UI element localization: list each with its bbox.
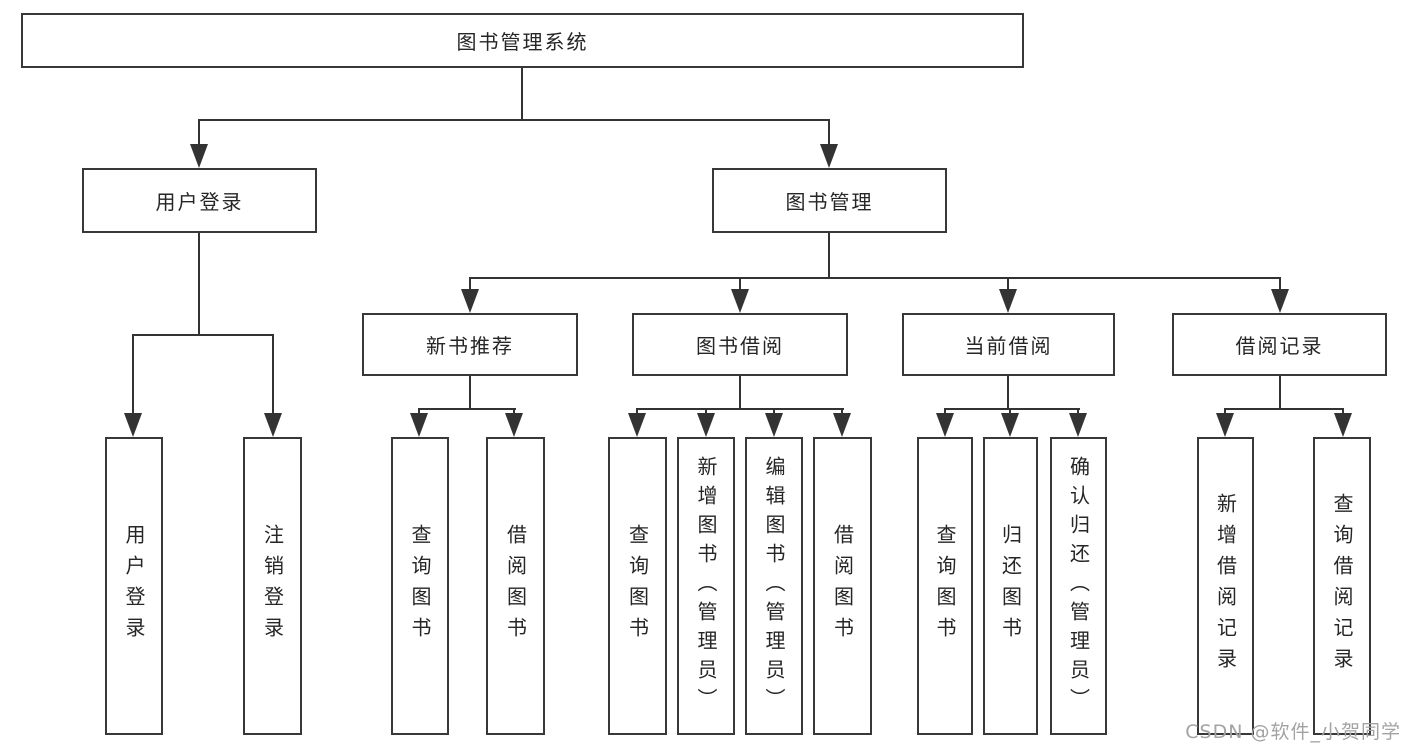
connector-line [198,119,200,147]
node-borrow-records: 借阅记录 [1172,313,1387,376]
connector-line [198,233,200,336]
arrowhead-down-icon [1271,289,1289,313]
arrowhead-down-icon [505,413,523,437]
node-label: 查询图书 [933,524,957,648]
node-current-borrow: 当前借阅 [902,313,1115,376]
node-label: 当前借阅 [964,334,1053,358]
connector-line [828,233,830,279]
node-label: 归还图书 [998,524,1023,648]
leaf-edit-books-admin: 编辑图书（管理员） [745,437,803,735]
connector-line [198,119,830,121]
connector-line [1279,376,1281,410]
arrowhead-down-icon [410,413,428,437]
arrowhead-down-icon [697,413,715,437]
connector-line [469,277,1281,279]
arrowhead-down-icon [820,144,838,168]
node-label: 查询借阅记录 [1330,493,1354,679]
node-label: 图书管理 [785,190,874,214]
node-label: 确认归还（管理员） [1066,455,1091,717]
leaf-add-books-admin: 新增图书（管理员） [677,437,735,735]
connector-line [636,408,844,410]
arrowhead-down-icon [190,144,208,168]
node-label: 用户登录 [122,524,146,648]
connector-line [828,119,830,147]
connector-line [944,408,1080,410]
connector-line [418,408,516,410]
csdn-watermark: CSDN @软件_小贺同学 [1185,721,1401,743]
leaf-current-query-books: 查询图书 [917,437,973,735]
node-label: 借阅图书 [503,524,528,648]
node-label: 查询图书 [408,524,432,648]
arrowhead-down-icon [461,289,479,313]
node-label: 用户登录 [155,190,244,214]
leaf-user-login: 用户登录 [105,437,163,735]
connector-line [1224,408,1344,410]
node-label: 新书推荐 [426,334,514,358]
node-label: 借阅记录 [1235,334,1324,358]
leaf-recommend-borrow-books: 借阅图书 [486,437,545,735]
connector-line [739,376,741,410]
node-user-login: 用户登录 [82,168,317,233]
arrowhead-down-icon [999,289,1017,313]
leaf-borrow-books: 借阅图书 [813,437,872,735]
leaf-confirm-return-admin: 确认归还（管理员） [1050,437,1107,735]
leaf-logout: 注销登录 [243,437,302,735]
node-label: 新增借阅记录 [1213,493,1238,679]
arrowhead-down-icon [124,413,142,437]
connector-line [1007,376,1009,410]
connector-line [1279,277,1281,293]
node-label: 编辑图书（管理员） [762,455,786,717]
node-label: 图书借阅 [696,334,784,358]
connector-line [469,376,471,410]
connector-line [739,277,741,293]
connector-line [469,277,471,293]
arrowhead-down-icon [765,413,783,437]
leaf-return-books: 归还图书 [983,437,1038,735]
node-label: 借阅图书 [830,524,855,648]
node-library-management-system: 图书管理系统 [21,13,1024,68]
node-book-management: 图书管理 [712,168,947,233]
node-label: 注销登录 [260,524,285,648]
connector-line [272,334,274,416]
arrowhead-down-icon [936,413,954,437]
arrowhead-down-icon [1001,413,1019,437]
arrowhead-down-icon [1069,413,1087,437]
node-book-borrow: 图书借阅 [632,313,848,376]
node-label: 查询图书 [625,524,650,648]
arrowhead-down-icon [731,289,749,313]
leaf-borrow-query-books: 查询图书 [608,437,667,735]
connector-line [132,334,274,336]
node-new-book-recommend: 新书推荐 [362,313,578,376]
leaf-recommend-query-books: 查询图书 [391,437,449,735]
node-label: 图书管理系统 [456,30,589,54]
connector-line [1007,277,1009,293]
arrowhead-down-icon [628,413,646,437]
arrowhead-down-icon [833,413,851,437]
arrowhead-down-icon [264,413,282,437]
arrowhead-down-icon [1334,413,1352,437]
node-label: 新增图书（管理员） [694,455,718,717]
connector-line [521,68,523,120]
arrowhead-down-icon [1216,413,1234,437]
leaf-add-borrow-record: 新增借阅记录 [1197,437,1254,735]
connector-line [132,334,134,416]
leaf-query-borrow-record: 查询借阅记录 [1313,437,1371,735]
